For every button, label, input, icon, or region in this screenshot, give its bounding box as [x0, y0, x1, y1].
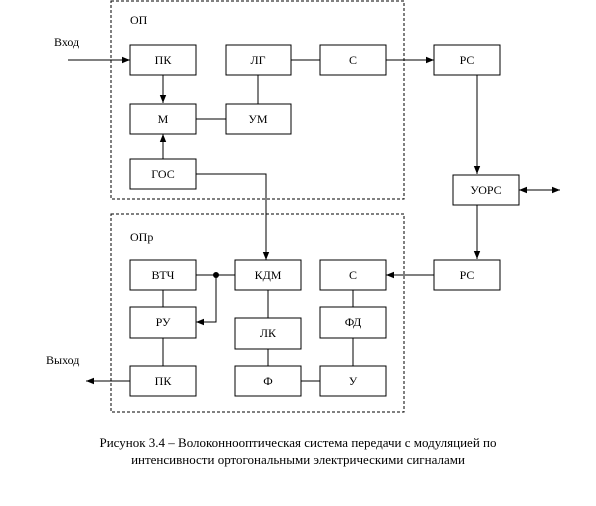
block-fd	[319, 306, 387, 339]
block-gos	[129, 158, 197, 190]
block-pk-out	[129, 365, 197, 397]
block-gos-label: ГОС	[151, 167, 174, 181]
block-m	[129, 103, 197, 135]
caption-line-1: Рисунок 3.4 – Волоконнооптическая систем…	[99, 435, 497, 450]
connector-gos-to-kdm	[196, 173, 270, 260]
block-uors-label: УОРС	[470, 183, 501, 197]
junction-dot	[213, 272, 219, 278]
block-lg	[225, 44, 292, 76]
block-lk	[234, 317, 302, 350]
block-rs-bottom	[433, 259, 501, 291]
block-s-top	[319, 44, 387, 76]
figure-caption: Рисунок 3.4 – Волоконнооптическая систем…	[0, 434, 596, 468]
block-lg-label: ЛГ	[250, 53, 265, 67]
block-s-top-label: С	[349, 53, 357, 67]
caption-line-2: интенсивности ортогональными электрическ…	[131, 452, 465, 467]
block-f	[234, 365, 302, 397]
block-vtch	[129, 259, 197, 291]
block-u	[319, 365, 387, 397]
block-uors	[452, 174, 520, 206]
block-vtch-label: ВТЧ	[152, 268, 175, 282]
block-ru-label: РУ	[156, 315, 171, 329]
group-op-label: ОП	[130, 13, 148, 27]
block-pk-in-label: ПК	[155, 53, 173, 67]
group-opr-label: ОПр	[130, 230, 153, 244]
block-u-label: У	[349, 374, 358, 388]
connector-junction-to-ru	[196, 275, 217, 326]
input-label: Вход	[54, 35, 79, 49]
block-kdm	[234, 259, 302, 291]
block-lk-label: ЛК	[260, 326, 277, 340]
block-s-bottom	[319, 259, 387, 291]
block-pk-in	[129, 44, 197, 76]
output-label: Выход	[46, 353, 79, 367]
block-um-label: УМ	[248, 112, 267, 126]
block-m-label: М	[158, 112, 169, 126]
block-rs-top	[433, 44, 501, 76]
block-s-bottom-label: С	[349, 268, 357, 282]
group-op-frame	[110, 0, 405, 200]
block-pk-out-label: ПК	[155, 374, 173, 388]
block-rs-top-label: РС	[460, 53, 475, 67]
block-fd-label: ФД	[345, 315, 362, 329]
block-kdm-label: КДМ	[255, 268, 282, 282]
group-opr-frame	[110, 213, 405, 413]
block-ru	[129, 306, 197, 339]
block-f-label: Ф	[263, 374, 272, 388]
block-rs-bottom-label: РС	[460, 268, 475, 282]
block-um	[225, 103, 292, 135]
